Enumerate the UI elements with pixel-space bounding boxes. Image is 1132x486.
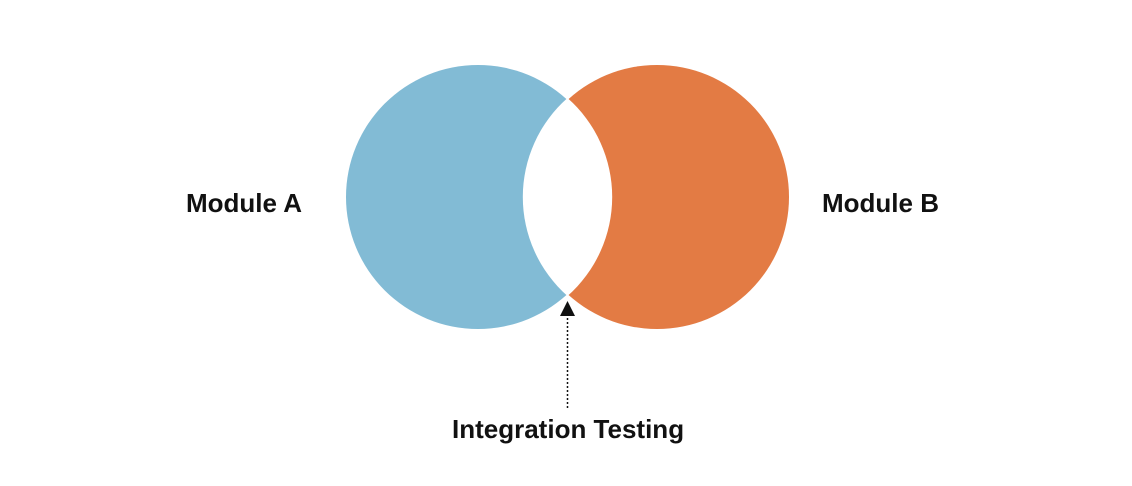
integration-testing-label: Integration Testing	[452, 414, 685, 444]
module-a-label: Module A	[186, 188, 303, 218]
module-b-label: Module B	[822, 188, 939, 218]
overlap-region	[522, 98, 613, 296]
arrow-head-icon	[560, 301, 575, 316]
